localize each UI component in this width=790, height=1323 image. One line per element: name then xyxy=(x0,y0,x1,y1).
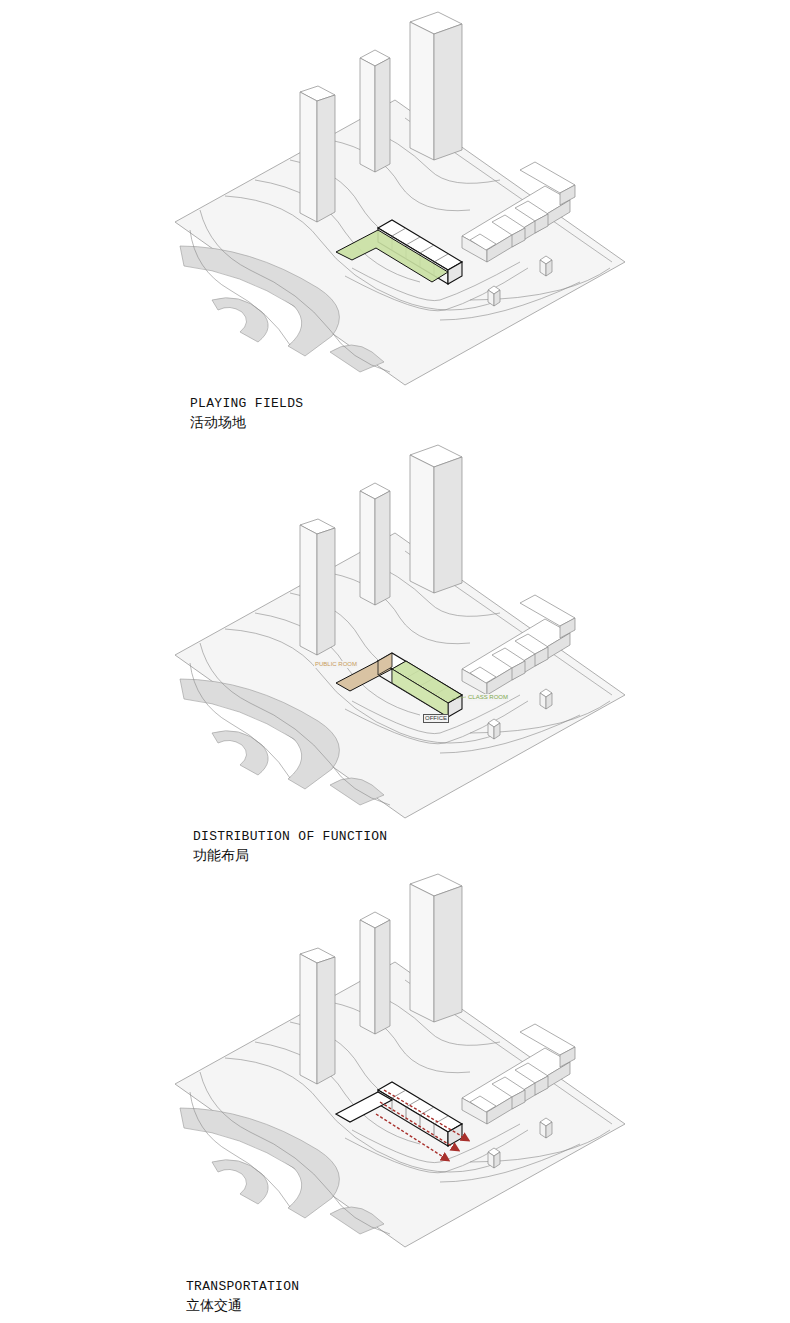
circulation-arrows xyxy=(336,1090,468,1160)
class-room-zone xyxy=(392,669,448,717)
building-outline xyxy=(336,1092,392,1122)
caption-english: PLAYING FIELDS xyxy=(190,396,303,411)
site-model xyxy=(175,874,625,1247)
site-model xyxy=(175,12,625,385)
zone-label: CLASS ROOM xyxy=(467,694,509,701)
caption-english: DISTRIBUTION OF FUNCTION xyxy=(193,829,387,844)
public-room-zone xyxy=(378,653,392,675)
route-arrow xyxy=(384,1090,468,1140)
zone-label: PUBLIC ROOM xyxy=(314,661,358,668)
route-arrow xyxy=(380,1102,458,1150)
caption-chinese: 功能布局 xyxy=(193,847,249,865)
route-arrow xyxy=(376,1114,448,1160)
caption-chinese: 活动场地 xyxy=(190,414,246,432)
caption-chinese: 立体交通 xyxy=(186,1297,242,1315)
zone-label: OFFICE xyxy=(423,714,449,723)
site-model xyxy=(175,445,625,818)
leader-line xyxy=(452,697,466,699)
playing-field xyxy=(336,230,448,282)
caption-english: TRANSPORTATION xyxy=(186,1279,299,1294)
